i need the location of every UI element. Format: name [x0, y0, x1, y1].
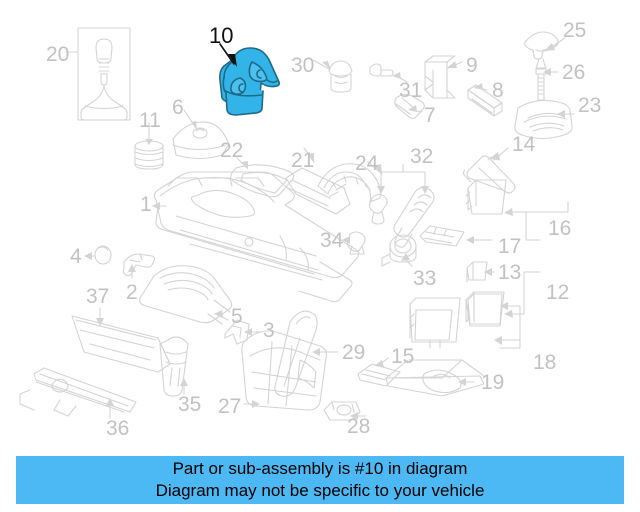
part-18-tray	[409, 297, 461, 349]
part-33-socket	[381, 234, 417, 267]
part-27-base	[241, 330, 327, 411]
callout-label-16: 16	[548, 217, 572, 240]
part-8-rail	[467, 84, 503, 117]
callout-label-13: 13	[498, 261, 522, 284]
part-4-cap	[94, 245, 112, 265]
bracket-32	[380, 163, 426, 187]
callout-label-34: 34	[320, 229, 344, 252]
callout-label-28: 28	[347, 415, 371, 438]
callout-label-32: 32	[410, 145, 434, 168]
part-14-lever	[462, 155, 516, 194]
callout-label-7: 7	[424, 104, 436, 127]
callout-label-36: 36	[106, 417, 130, 440]
leader-10	[219, 43, 235, 65]
callout-label-35: 35	[178, 393, 202, 416]
callout-label-31: 31	[399, 79, 423, 102]
bracket-16	[505, 201, 569, 213]
part-36-rail	[19, 367, 137, 417]
part-19-flat-tray	[385, 359, 485, 397]
bracket-18b	[505, 305, 521, 341]
banner-line-2: Diagram may not be specific to your vehi…	[155, 481, 485, 500]
bracket-18	[499, 339, 521, 349]
part-10-highlighted	[219, 47, 281, 116]
part-18b-box	[467, 293, 503, 325]
callout-label-9: 9	[466, 54, 478, 77]
callout-label-5: 5	[231, 305, 243, 328]
part-11-bushing	[134, 140, 164, 170]
callout-label-2: 2	[126, 281, 138, 304]
callout-label-8: 8	[492, 79, 504, 102]
part-35-cylinder	[159, 336, 189, 397]
callout-label-29: 29	[342, 341, 366, 364]
part-15-pad	[357, 363, 401, 387]
part-9-bin	[424, 55, 456, 99]
part-25-shift-knob	[524, 31, 559, 70]
callout-label-30: 30	[291, 54, 315, 77]
part-30-knob	[328, 60, 353, 93]
part-26-rod	[535, 67, 547, 101]
callout-label-6: 6	[172, 96, 184, 119]
part-7-clip	[394, 93, 425, 120]
part-6-cover	[172, 121, 230, 160]
callout-label-18: 18	[533, 351, 557, 374]
part-1-console	[153, 171, 360, 303]
leader-24	[367, 161, 383, 175]
callout-label-22: 22	[220, 139, 244, 162]
callout-label-23: 23	[578, 94, 602, 117]
part-12-module	[465, 291, 505, 327]
callout-label-10: 10	[209, 23, 234, 48]
callout-label-21: 21	[291, 149, 315, 172]
part-5-lid	[139, 265, 233, 325]
part-34-clip	[346, 231, 366, 255]
part-37-panel	[71, 315, 171, 373]
callout-label-1: 1	[140, 193, 152, 216]
callout-label-15: 15	[391, 345, 415, 368]
part-16-module	[465, 179, 507, 215]
bracket-12	[507, 301, 525, 315]
callout-label-25: 25	[563, 19, 587, 42]
callout-label-33: 33	[413, 267, 437, 290]
part-28-bracket	[323, 401, 361, 421]
callout-label-26: 26	[562, 61, 586, 84]
callout-label-14: 14	[512, 133, 536, 156]
callout-label-11: 11	[139, 109, 161, 132]
part-32b-lighter	[393, 186, 435, 248]
diagram-notice-banner: Part or sub-assembly is #10 in diagram D…	[16, 456, 624, 504]
callout-label-24: 24	[355, 152, 379, 175]
part-21-bracket	[285, 167, 351, 215]
callout-label-19: 19	[481, 371, 505, 394]
part-31-pin	[369, 63, 394, 77]
callout-label-17: 17	[498, 235, 522, 258]
part-32a-socket	[368, 193, 388, 225]
callout-label-37: 37	[86, 285, 110, 308]
leader-30	[312, 59, 330, 70]
part-2-bracket	[122, 253, 156, 277]
part-3-bracket	[224, 319, 250, 345]
part-20-shift-lever	[77, 27, 131, 121]
callout-label-27: 27	[218, 395, 242, 418]
part-17-grill	[419, 225, 465, 247]
banner-line-1: Part or sub-assembly is #10 in diagram	[172, 459, 468, 478]
callout-label-4: 4	[70, 245, 82, 268]
callout-label-3: 3	[263, 319, 275, 342]
part-29-boot	[274, 310, 318, 397]
callout-label-12: 12	[546, 281, 570, 304]
callout-label-20: 20	[46, 43, 70, 66]
